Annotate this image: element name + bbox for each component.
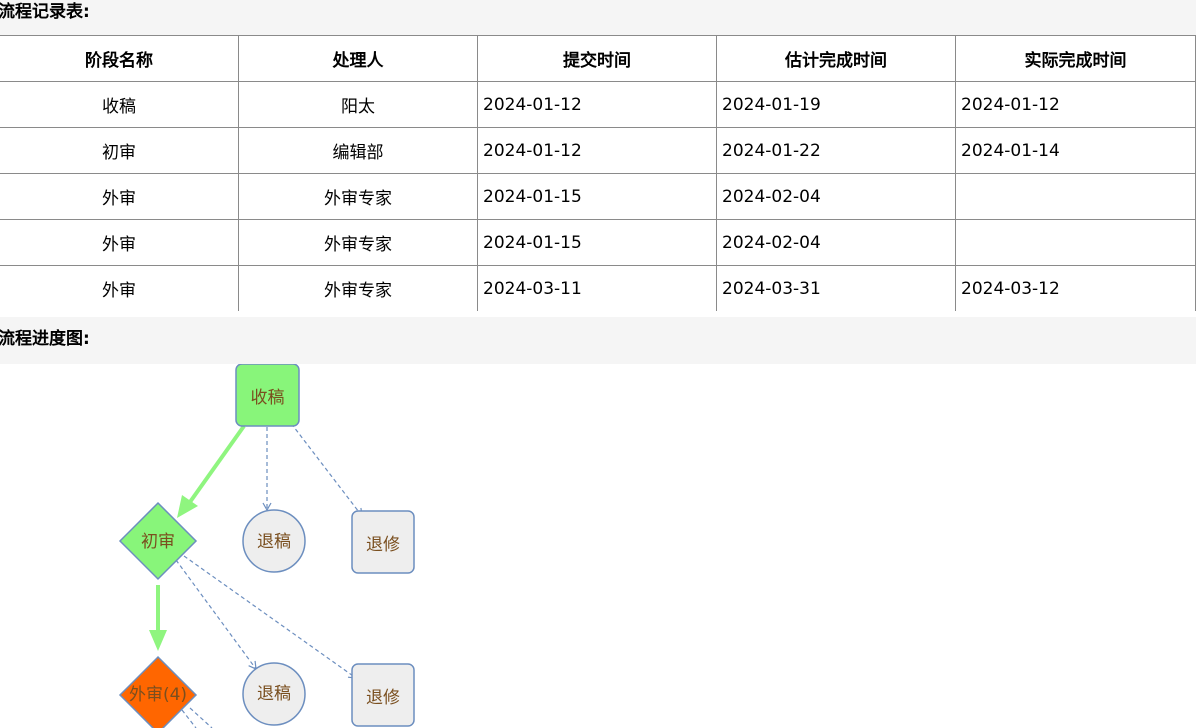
record-section-title: 流程记录表: (0, 2, 90, 22)
cell-estimated-time: 2024-02-04 (716, 173, 956, 220)
cell-actual-time: 2024-01-12 (955, 81, 1196, 128)
node-revise-2[interactable]: 退修 (351, 663, 415, 727)
cell-submit-time: 2024-03-11 (477, 265, 717, 311)
cell-actual-time (955, 219, 1196, 266)
col-header-estimated-time: 估计完成时间 (716, 35, 956, 82)
col-header-handler: 处理人 (238, 35, 478, 82)
node-reject-2-label: 退稿 (257, 684, 291, 704)
node-reject-1-label: 退稿 (257, 532, 291, 552)
cell-handler: 外审专家 (238, 219, 478, 266)
cell-estimated-time: 2024-02-04 (716, 219, 956, 266)
cell-submit-time: 2024-01-15 (477, 173, 717, 220)
cell-handler: 编辑部 (238, 127, 478, 174)
node-revise-1[interactable]: 退修 (351, 510, 415, 574)
flow-progress-diagram: 收稿 退稿 退修 初审 退稿 退修 外审(4) (118, 364, 415, 728)
cell-stage: 初审 (0, 127, 239, 174)
cell-handler: 外审专家 (238, 265, 478, 311)
edge-external-out-1 (181, 709, 197, 728)
table-row: 外审 外审专家 2024-01-15 2024-02-04 (0, 219, 1196, 266)
cell-handler: 阳太 (238, 81, 478, 128)
node-revise-2-label: 退修 (366, 688, 400, 708)
edge-initial-to-reject2 (175, 559, 257, 670)
cell-estimated-time: 2024-01-19 (716, 81, 956, 128)
progress-section-title: 流程进度图: (0, 329, 90, 349)
table-header-row: 阶段名称 处理人 提交时间 估计完成时间 实际完成时间 (0, 35, 1196, 82)
table-row: 外审 外审专家 2024-03-11 2024-03-31 2024-03-12 (0, 265, 1196, 311)
cell-submit-time: 2024-01-15 (477, 219, 717, 266)
node-initial-review[interactable]: 初审 (118, 501, 198, 581)
table-row: 外审 外审专家 2024-01-15 2024-02-04 (0, 173, 1196, 220)
cell-actual-time: 2024-03-12 (955, 265, 1196, 311)
node-initial-review-label: 初审 (141, 532, 175, 552)
flow-edges (149, 417, 363, 728)
edge-external-out-2 (189, 707, 213, 728)
cell-stage: 外审 (0, 173, 239, 220)
edge-receive-to-initial (188, 424, 246, 504)
col-header-actual-time: 实际完成时间 (955, 35, 1196, 82)
node-reject-2[interactable]: 退稿 (242, 662, 306, 726)
progress-section-header: 流程进度图: (0, 317, 1196, 364)
table-row: 收稿 阳太 2024-01-12 2024-01-19 2024-01-12 (0, 81, 1196, 128)
edge-initial-to-revise2 (183, 555, 357, 679)
cell-stage: 外审 (0, 265, 239, 311)
edge-receive-to-revise1 (286, 417, 363, 517)
cell-handler: 外审专家 (238, 173, 478, 220)
cell-stage: 外审 (0, 219, 239, 266)
col-header-stage: 阶段名称 (0, 35, 239, 82)
cell-actual-time (955, 173, 1196, 220)
cell-estimated-time: 2024-01-22 (716, 127, 956, 174)
cell-actual-time: 2024-01-14 (955, 127, 1196, 174)
cell-submit-time: 2024-01-12 (477, 81, 717, 128)
node-external-review[interactable]: 外审(4) (118, 655, 198, 728)
records-table: 阶段名称 处理人 提交时间 估计完成时间 实际完成时间 收稿 阳太 2024-0… (0, 35, 1196, 311)
edge-initial-to-external-arrowhead (149, 630, 167, 651)
record-section-header: 流程记录表: (0, 0, 1196, 35)
cell-stage: 收稿 (0, 81, 239, 128)
node-external-review-label: 外审(4) (129, 685, 187, 705)
node-receive[interactable]: 收稿 (235, 364, 300, 427)
cell-estimated-time: 2024-03-31 (716, 265, 956, 311)
node-reject-1[interactable]: 退稿 (242, 509, 306, 573)
cell-submit-time: 2024-01-12 (477, 127, 717, 174)
table-row: 初审 编辑部 2024-01-12 2024-01-22 2024-01-14 (0, 127, 1196, 174)
node-revise-1-label: 退修 (366, 535, 400, 555)
edge-receive-to-initial-arrowhead (177, 495, 198, 518)
col-header-submit-time: 提交时间 (477, 35, 717, 82)
node-receive-label: 收稿 (251, 388, 285, 408)
